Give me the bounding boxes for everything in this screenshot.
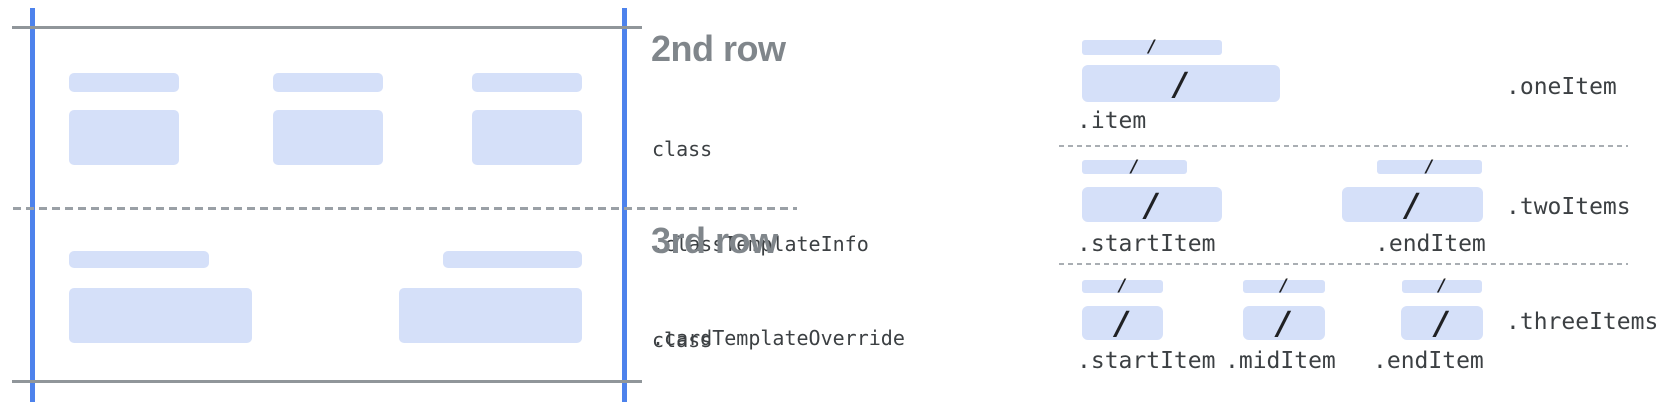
card-left-boundary-line [29,8,35,402]
text-placeholder-slash: / [1146,37,1158,57]
text-placeholder-slash: / [1117,276,1128,296]
text-placeholder-slash: / [1278,276,1290,296]
start-item-value-bar: / [1082,306,1163,340]
text-placeholder-slash: / [1142,185,1162,224]
start-item-value-bar: / [1082,187,1222,222]
text-placeholder-slash: / [1424,156,1435,177]
row2-heading: 2nd row [651,28,786,69]
text-placeholder-slash: / [1436,276,1448,296]
row3-heading: 3rd row [651,220,778,261]
one-item-value-bar: / [1082,65,1280,102]
start-item-label-bar: / [1082,276,1163,296]
row3-col1-value-placeholder [69,288,252,343]
code-line: class [652,137,713,161]
one-item-layout-name: .oneItem [1506,74,1617,100]
row-divider-dashed-line [13,207,797,210]
end-item-value-bar: / [1401,306,1483,340]
row3-col2-label-placeholder [443,251,582,268]
two-items-layout-name: .twoItems [1506,194,1631,220]
mid-item-label-bar: / [1243,276,1325,296]
code-line: .cardTemplateOverride [652,326,905,350]
card-top-border-line [12,25,642,29]
end-item-field-label: .endItem [1373,348,1484,374]
mid-item-value-bar: / [1243,306,1325,340]
layout-divider-dotted-line [1059,145,1628,147]
row2-col2-value-placeholder [273,110,383,165]
start-item-field-label: .startItem [1077,348,1216,374]
one-item-label-bar: / [1082,37,1222,57]
end-item-field-label: .endItem [1375,231,1486,257]
text-placeholder-slash: / [1112,304,1133,342]
three-items-layout-name: .threeItems [1506,309,1659,335]
end-item-label-bar: / [1377,156,1482,177]
text-placeholder-slash: / [1274,304,1294,342]
card-right-boundary-line [621,8,627,402]
row2-col2-label-placeholder [273,73,383,92]
row3-col1-label-placeholder [69,251,209,268]
text-placeholder-slash: / [1171,64,1191,103]
code-line: class [652,328,713,352]
mid-item-field-label: .midItem [1225,348,1336,374]
text-placeholder-slash: / [1129,156,1140,177]
start-item-field-label: .startItem [1077,231,1216,257]
text-placeholder-slash: / [1402,185,1423,224]
item-field-label: .item [1077,108,1147,134]
start-item-label-bar: / [1082,156,1187,177]
row2-col3-label-placeholder [472,73,582,92]
row3-code-path: class .classTemplateInfo .cardTemplateOv… [652,262,941,412]
row2-col3-value-placeholder [472,110,582,165]
text-placeholder-slash: / [1432,304,1452,342]
end-item-label-bar: / [1402,276,1482,296]
row3-col2-value-placeholder [399,288,582,343]
card-bottom-border-line [12,380,642,383]
row2-col1-label-placeholder [69,73,179,92]
row2-code-path: class .classTemplateInfo .cardTemplateOv… [652,71,941,412]
row2-col1-value-placeholder [69,110,179,165]
layout-divider-dotted-line [1059,263,1628,265]
code-line: .classTemplateInfo [652,231,869,256]
end-item-value-bar: / [1342,187,1483,222]
